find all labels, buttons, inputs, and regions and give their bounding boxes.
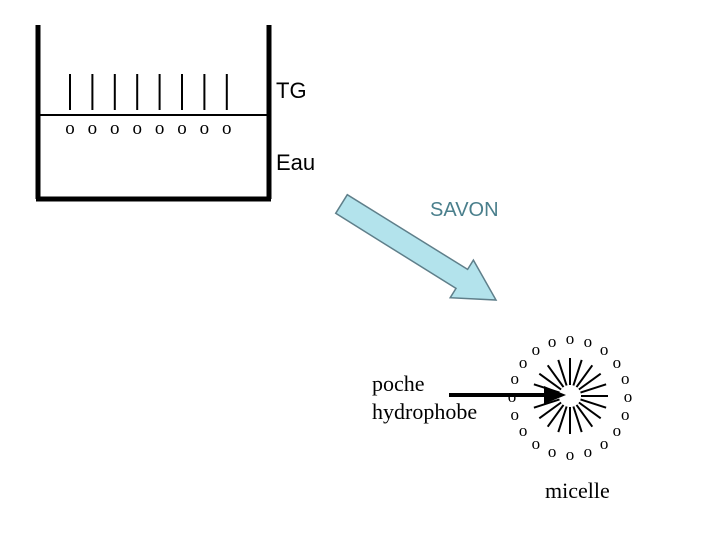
micelle-molecule: o: [566, 407, 575, 464]
hydrophilic-head: o: [624, 387, 633, 406]
hydrophilic-head: o: [613, 353, 622, 372]
hydrophilic-head: o: [200, 118, 210, 139]
soap-molecule: o: [222, 74, 232, 139]
hydrophilic-head: o: [566, 445, 575, 464]
hydrophilic-head: o: [519, 421, 528, 440]
micelle-molecule: o: [581, 387, 632, 406]
hydrophilic-head: o: [177, 118, 187, 139]
micelle-molecule: o: [580, 398, 630, 424]
micelle-molecule: o: [575, 340, 609, 388]
hydrophobic-tail: [580, 398, 607, 409]
hydrophobic-tail: [557, 406, 568, 433]
hydrophobic-tail: [533, 398, 560, 409]
poche-label: poche: [372, 371, 425, 396]
hydrophobic-tail: [572, 359, 583, 386]
hydrophilic-head: o: [621, 369, 630, 388]
hydrophilic-head: o: [532, 340, 541, 359]
hydrophilic-head: o: [132, 118, 142, 139]
tg-label: TG: [276, 78, 307, 103]
hydrophilic-head: o: [88, 118, 98, 139]
hydrophobic-tail: [538, 401, 562, 420]
hydrophilic-head: o: [155, 118, 165, 139]
soap-molecule: o: [177, 74, 187, 139]
hydrophilic-head: o: [519, 353, 528, 372]
micelle-molecule: o: [548, 332, 568, 386]
micelle-molecule: o: [519, 353, 562, 391]
beaker: [35, 25, 272, 202]
hydrophilic-head: o: [584, 332, 593, 351]
micelle-molecule: o: [575, 404, 609, 453]
hydrophilic-head: o: [511, 369, 520, 388]
micelle-molecule: o: [511, 398, 560, 424]
hydrophilic-head: o: [548, 332, 557, 351]
hydrophobic-tail: [575, 404, 594, 428]
hydrophobic-tail: [578, 401, 602, 420]
soap-molecule: o: [200, 74, 210, 139]
micelle-molecule: o: [572, 332, 593, 386]
hydrophobe-label: hydrophobe: [372, 399, 477, 424]
soap-molecule: o: [88, 74, 98, 139]
hydrophilic-head: o: [600, 434, 609, 453]
hydrophilic-head: o: [600, 340, 609, 359]
micelle-molecule: o: [578, 401, 622, 440]
micelle-molecule: o: [566, 329, 575, 385]
hydrophobic-tail: [580, 383, 607, 394]
hydrophobic-tail: [546, 404, 565, 428]
hydrophobic-tail: [575, 364, 594, 388]
micelle: oooooooooooooooooooo: [508, 329, 633, 464]
pointer-arrow-head: [544, 386, 566, 404]
hydrophilic-head: o: [532, 434, 541, 453]
micelle-molecule: o: [519, 401, 562, 440]
soap-molecule: o: [132, 74, 142, 139]
hydrophobic-tail: [538, 372, 562, 391]
eau-label: Eau: [276, 150, 315, 175]
micelle-molecule: o: [532, 340, 565, 388]
hydrophobic-tail: [578, 372, 602, 391]
hydrophilic-head: o: [511, 405, 520, 424]
micelle-molecule: o: [548, 406, 568, 461]
hydrophobic-tail: [572, 406, 583, 433]
reaction-arrow: [334, 193, 498, 301]
hydrophobic-tail: [557, 359, 568, 386]
savon-label: SAVON: [430, 199, 499, 221]
hydrophilic-head: o: [613, 421, 622, 440]
micelle-molecule: o: [572, 406, 593, 461]
hydrophobic-pocket-pointer: [449, 386, 566, 404]
soap-molecule: o: [155, 74, 165, 139]
hydrophilic-head: o: [621, 405, 630, 424]
hydrophobic-tail: [546, 364, 565, 388]
micelle-label: micelle: [545, 478, 610, 503]
soap-molecule: o: [110, 74, 120, 139]
micelle-molecule: o: [578, 353, 622, 391]
hydrophilic-head: o: [222, 118, 232, 139]
soap-molecule: o: [65, 74, 75, 139]
micelle-molecule: o: [532, 404, 565, 453]
hydrophilic-head: o: [65, 118, 75, 139]
hydrophilic-head: o: [566, 329, 575, 348]
hydrophilic-head: o: [548, 442, 557, 461]
hydrophilic-head: o: [584, 442, 593, 461]
micelle-molecule: o: [580, 369, 630, 394]
hydrophilic-head: o: [110, 118, 120, 139]
